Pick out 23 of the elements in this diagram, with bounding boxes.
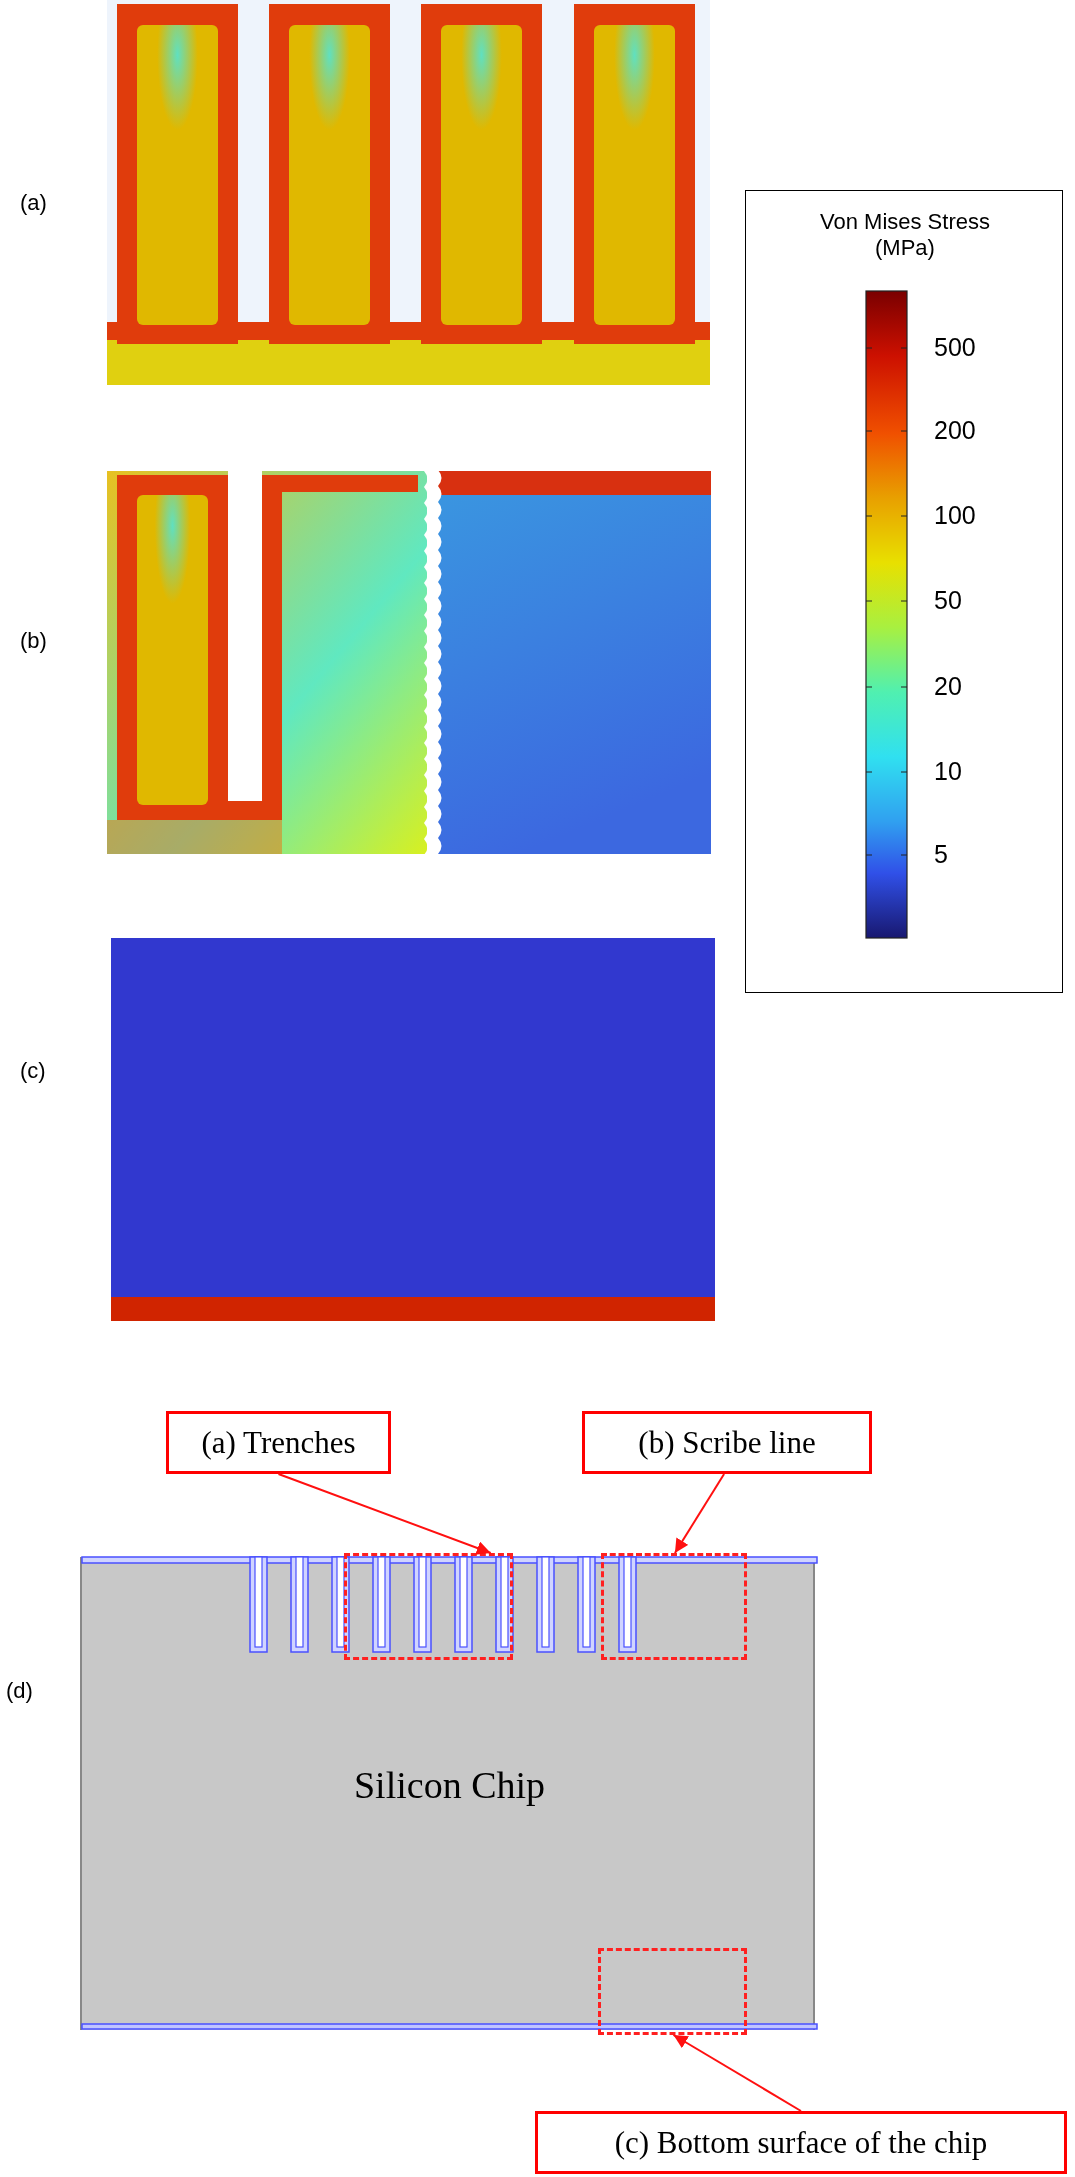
tick-label: 20 [934, 672, 962, 701]
callout-box [535, 2111, 1067, 2174]
tick-label: 5 [934, 840, 948, 869]
callout-box [582, 1411, 872, 1474]
panel-label: (d) [6, 1678, 33, 1704]
panel-label: (c) [20, 1058, 46, 1084]
callout-text: (b) Scribe line [638, 1424, 816, 1461]
tick-label: 10 [934, 757, 962, 786]
panel-label: (a) [20, 190, 47, 216]
leader-arrow [277, 1473, 492, 1555]
callout-box [166, 1411, 391, 1474]
leader-arrow [672, 2034, 802, 2112]
panel-label: (b) [20, 628, 47, 654]
tick-label: 50 [934, 586, 962, 615]
callout-text: (c) Bottom surface of the chip [614, 2124, 988, 2161]
tick-label: 200 [934, 416, 976, 445]
colorbar-title: Von Mises Stress (MPa) [819, 209, 991, 262]
colorbar-panel [745, 190, 1063, 993]
chip-label: Silicon Chip [352, 1763, 547, 1807]
leader-arrow [673, 1473, 726, 1554]
tick-label: 500 [934, 333, 976, 362]
callout-text: (a) Trenches [201, 1424, 356, 1461]
tick-label: 100 [934, 501, 976, 530]
